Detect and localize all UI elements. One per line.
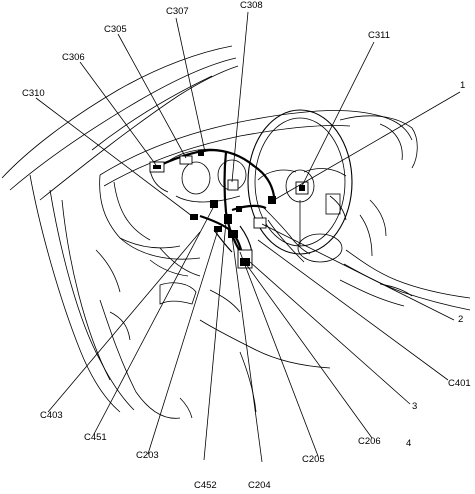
connector-c306 xyxy=(149,161,165,173)
dashboard-panel xyxy=(99,110,413,277)
labels: C307 C308 C305 C306 C310 C311 1 2 C401 3… xyxy=(22,0,471,491)
label-c403: C403 xyxy=(40,410,63,421)
label-2: 2 xyxy=(458,314,463,325)
connector-cluster-central xyxy=(210,200,267,238)
connector-c310 xyxy=(190,214,198,220)
connector-1 xyxy=(268,196,276,204)
label-c311: C311 xyxy=(368,30,390,41)
windshield-pillar xyxy=(1,45,239,201)
label-c452: C452 xyxy=(194,480,217,491)
steering-column xyxy=(261,205,343,263)
label-3: 3 xyxy=(412,401,417,412)
connector-c308 xyxy=(227,179,239,191)
label-c401: C401 xyxy=(448,378,471,389)
door-frame xyxy=(29,174,193,419)
label-c205: C205 xyxy=(302,454,325,465)
label-1: 1 xyxy=(460,80,465,91)
label-4: 4 xyxy=(406,438,411,449)
label-c204: C204 xyxy=(248,480,271,491)
label-c203: C203 xyxy=(136,450,159,461)
label-c307: C307 xyxy=(166,6,189,17)
label-c206: C206 xyxy=(358,436,381,447)
glovebox-area xyxy=(149,259,197,305)
connector-c311 xyxy=(295,181,309,195)
label-c306: C306 xyxy=(62,52,85,63)
connector-c305 xyxy=(179,155,193,165)
leader-lines xyxy=(35,11,461,463)
label-c308: C308 xyxy=(240,0,263,11)
connector-c204-block xyxy=(237,249,253,269)
connector-c307 xyxy=(198,150,204,156)
label-c305: C305 xyxy=(104,24,127,35)
label-c310: C310 xyxy=(22,88,45,99)
label-c451: C451 xyxy=(84,432,107,443)
